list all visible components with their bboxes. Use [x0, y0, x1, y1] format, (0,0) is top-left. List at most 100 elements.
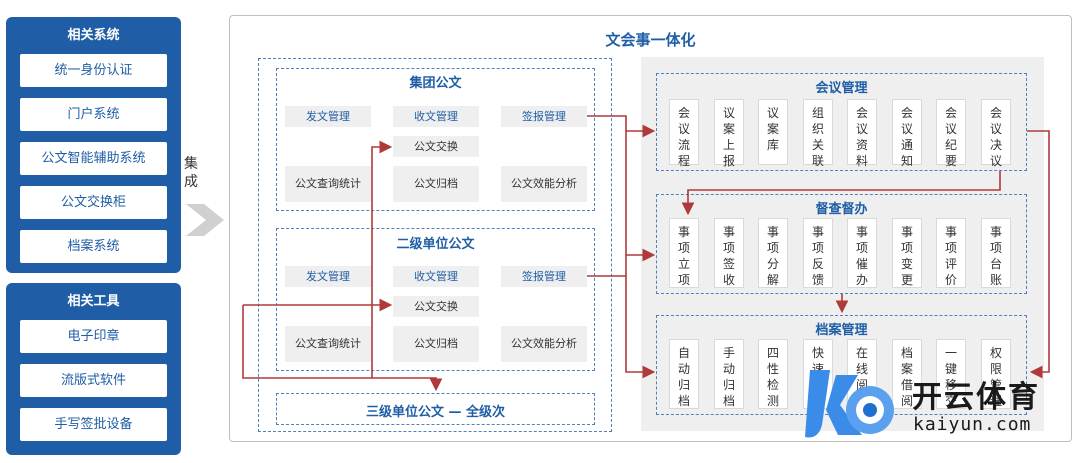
third-doc-box	[276, 393, 595, 425]
supervise-item-char: 项	[944, 241, 957, 255]
group-doc-title: 集团公文	[409, 76, 462, 91]
archive-item-char: 归	[722, 378, 735, 392]
group-doc-archive: 公文归档	[393, 166, 479, 202]
right-gray-area	[641, 57, 1044, 431]
chevron-right-icon	[186, 204, 224, 236]
archive-item-char: 档	[677, 394, 690, 408]
meeting-item-char: 议	[989, 154, 1002, 168]
archive-item: 权限管理	[981, 339, 1011, 409]
supervise-item-char: 催	[855, 257, 868, 271]
archive-item-char: 检	[766, 378, 779, 392]
supervise-item-char: 项	[766, 241, 779, 255]
supervise-item-char: 价	[944, 273, 957, 287]
archive-item-char: 理	[989, 394, 1002, 408]
archive-item-char: 限	[989, 362, 1002, 376]
second-doc-efficiency: 公文效能分析	[501, 326, 587, 362]
meeting-item-char: 会	[677, 106, 690, 120]
archive-item-char: 手	[722, 346, 735, 360]
meeting-item-char: 织	[811, 122, 824, 136]
group-doc-exchange: 公文交换	[393, 136, 479, 157]
meeting-item: 组织关联	[803, 99, 833, 168]
archive-item-char: 权	[989, 346, 1002, 360]
meeting-box	[656, 73, 1027, 171]
supervise-item-char: 事	[855, 225, 868, 239]
supervise-item-char: 项	[722, 241, 735, 255]
meeting-item-char: 议	[855, 122, 868, 136]
archive-item-char: 性	[766, 362, 779, 376]
meeting-item-char: 知	[900, 154, 913, 168]
integrate-label-2: 成	[184, 174, 198, 190]
main-title: 文会事一体化	[605, 31, 696, 49]
second-doc-signreport: 签报管理	[501, 266, 587, 287]
supervise-item-char: 解	[766, 273, 779, 287]
supervise-item-char: 更	[900, 273, 913, 287]
supervise-item-char: 事	[989, 225, 1002, 239]
integrate-label-1: 集	[184, 156, 198, 172]
archive-item-char: 阅	[900, 394, 913, 408]
supervise-item-char: 事	[944, 225, 957, 239]
supervise-item: 事项催办	[847, 218, 877, 288]
related-tools-panel: 相关工具 电子印章 流版式软件 手写签批设备	[6, 283, 181, 455]
archive-item-char: 动	[722, 362, 735, 376]
meeting-item: 会议通知	[892, 99, 922, 168]
archive-item-char: 自	[677, 346, 690, 360]
meeting-item-char: 纪	[944, 138, 957, 152]
second-doc-receive: 收文管理	[393, 266, 479, 287]
meeting-item-char: 报	[722, 154, 735, 168]
group-doc-signreport: 签报管理	[501, 106, 587, 127]
archive-item-char: 动	[677, 362, 690, 376]
supervise-item: 事项评价	[936, 218, 966, 288]
archive-item-char: 管	[989, 378, 1002, 392]
tool-item-format-software: 流版式软件	[20, 364, 167, 397]
supervise-item-char: 项	[677, 273, 690, 287]
meeting-item-char: 要	[944, 154, 957, 168]
supervise-item-char: 立	[677, 257, 690, 271]
supervise-item-char: 项	[811, 241, 824, 255]
meeting-item-char: 案	[722, 122, 735, 136]
meeting-item-char: 议	[944, 122, 957, 136]
third-doc-title: 三级单位公文 — 全级次	[365, 405, 506, 420]
supervise-item-char: 事	[811, 225, 824, 239]
meeting-item-char: 议	[900, 122, 913, 136]
supervise-item-char: 反	[811, 257, 824, 271]
archive-item-char: 测	[766, 394, 779, 408]
related-tools-title: 相关工具	[67, 294, 120, 309]
meeting-item-char: 组	[811, 106, 824, 120]
meeting-item-char: 关	[811, 138, 824, 152]
meeting-item: 议案库	[758, 99, 788, 165]
meeting-item: 会议决议	[981, 99, 1011, 168]
meeting-item-char: 通	[900, 138, 913, 152]
meeting-item-char: 会	[944, 106, 957, 120]
supervise-item-char: 变	[900, 257, 913, 271]
group-doc-efficiency: 公文效能分析	[501, 166, 587, 202]
archive-item-char: 一	[944, 346, 957, 360]
second-doc-query: 公文查询统计	[285, 326, 371, 362]
archive-item-char: 借	[900, 378, 913, 392]
supervise-item-char: 收	[722, 273, 735, 287]
tool-item-seal: 电子印章	[20, 320, 167, 353]
meeting-item: 会议流程	[669, 99, 699, 168]
supervise-item-char: 项	[989, 241, 1002, 255]
meeting-item-char: 料	[855, 154, 868, 168]
system-item-portal: 门户系统	[20, 98, 167, 131]
meeting-item-char: 议	[766, 106, 779, 120]
supervise-item: 事项立项	[669, 218, 699, 288]
archive-item-char: 案	[900, 362, 913, 376]
supervise-item-char: 账	[989, 273, 1002, 287]
supervise-item-char: 台	[989, 257, 1002, 271]
meeting-title: 会议管理	[815, 81, 868, 96]
second-doc-dispatch: 发文管理	[285, 266, 371, 287]
group-doc-receive: 收文管理	[393, 106, 479, 127]
meeting-item-char: 会	[855, 106, 868, 120]
archive-title: 档案管理	[815, 323, 868, 338]
meeting-item: 议案上报	[714, 99, 744, 168]
meeting-item-char: 资	[855, 138, 868, 152]
meeting-item-char: 上	[722, 138, 735, 152]
meeting-item-char: 程	[677, 154, 690, 168]
meeting-item: 会议资料	[847, 99, 877, 168]
meeting-item: 会议纪要	[936, 99, 966, 168]
archive-item: 一键移交	[936, 339, 966, 409]
meeting-item-char: 库	[766, 138, 779, 152]
supervise-item: 事项变更	[892, 218, 922, 288]
